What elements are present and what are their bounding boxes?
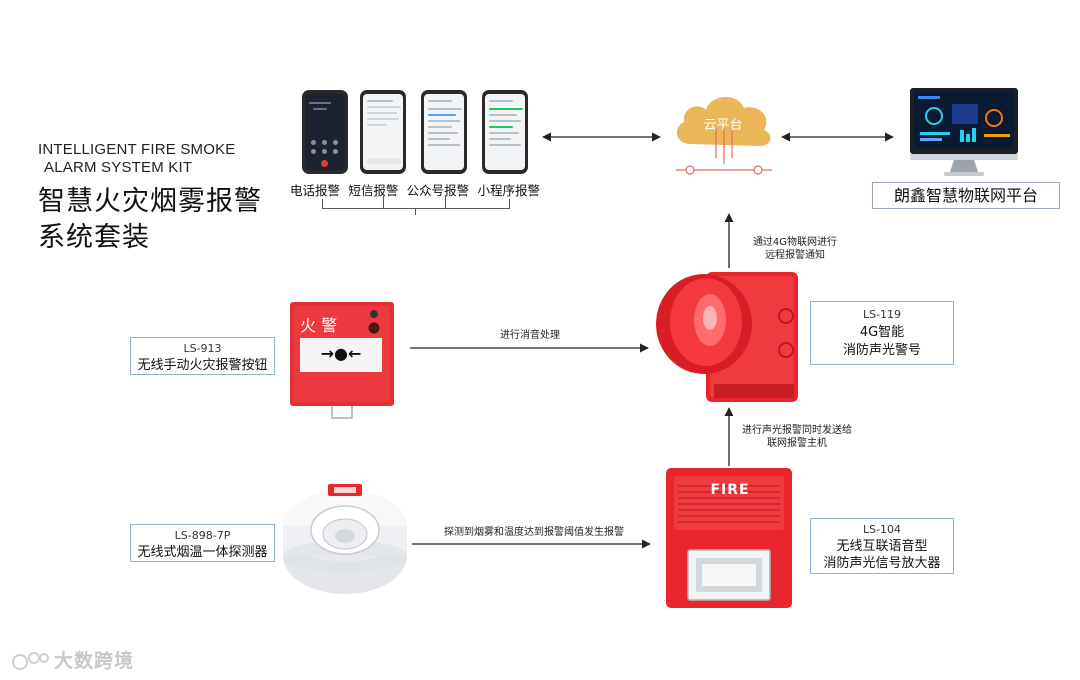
phone-wechat-official-screen: [421, 90, 467, 174]
channel-sms: 短信报警: [348, 183, 399, 198]
edge-label-to-cloud: 通过4G物联网进行 远程报警通知: [752, 237, 838, 261]
edge-label-button-to-alarm: 进行消音处理: [500, 330, 560, 341]
phone-sms-screen: [360, 90, 406, 174]
cloud-platform-label: 云平台: [703, 118, 743, 133]
alarm-4g-name-line2: 消防声光警号: [842, 343, 921, 358]
title-english: INTELLIGENT FIRE SMOKE ALARM SYSTEM KIT: [38, 141, 236, 176]
edge-label-amp-to-alarm: 进行声光报警同时发送给 联网报警主机: [742, 425, 852, 449]
title-chinese: 智慧火灾烟雾报警 系统套装: [38, 186, 262, 253]
channel-phone: 电话报警: [290, 183, 341, 198]
smoke-detector-icon: [283, 484, 407, 594]
channel-official-account: 公众号报警: [406, 183, 470, 198]
bracket-tick: [383, 196, 384, 209]
channel-miniprogram: 小程序报警: [477, 183, 540, 198]
channel-bracket: [322, 199, 510, 209]
manual-button-panel-text: 火 警: [300, 316, 338, 335]
smoke-detector-code: LS-898-7P: [174, 529, 231, 542]
edge-label-detector-to-amp: 探测到烟雾和温度达到报警阈值发生报警: [444, 527, 624, 538]
alarm-siren-icon: [656, 272, 798, 402]
manual-alarm-button-icon: [290, 302, 394, 419]
platform-label: 朗鑫智慧物联网平台: [872, 182, 1060, 209]
cloud-icon: [676, 96, 772, 175]
watermark-logo-icon: [12, 652, 49, 670]
alert-channel-labels: 电话报警 短信报警 公众号报警 小程序报警: [290, 180, 540, 198]
manual-button-info: LS-913 无线手动火灾报警按钮: [130, 337, 275, 375]
bracket-tick: [445, 196, 446, 209]
alarm-4g-code: LS-119: [862, 308, 902, 321]
amplifier-name-line1: 无线互联语音型: [836, 539, 928, 554]
manual-button-name: 无线手动火灾报警按钮: [137, 358, 268, 373]
phone-miniprogram-screen: [482, 90, 528, 174]
amplifier-info: LS-104 无线互联语音型 消防声光信号放大器: [810, 518, 954, 574]
smoke-detector-name: 无线式烟温一体探测器: [137, 545, 268, 560]
smoke-detector-info: LS-898-7P 无线式烟温一体探测器: [130, 524, 275, 562]
bracket-stem: [415, 209, 416, 215]
monitor-icon: [910, 88, 1018, 176]
manual-button-arrows: →●←: [320, 344, 362, 363]
amplifier-name-line2: 消防声光信号放大器: [823, 556, 941, 571]
alarm-4g-name-line1: 4G智能: [859, 325, 905, 340]
alarm-4g-info: LS-119 4G智能 消防声光警号: [810, 301, 954, 365]
watermark-text: 大数跨境: [54, 650, 135, 672]
amplifier-icon: [666, 468, 792, 608]
amplifier-panel-text: FIRE: [710, 482, 750, 498]
amplifier-code: LS-104: [862, 523, 902, 536]
manual-button-code: LS-913: [183, 342, 222, 355]
phone-call-screen: [302, 90, 348, 174]
